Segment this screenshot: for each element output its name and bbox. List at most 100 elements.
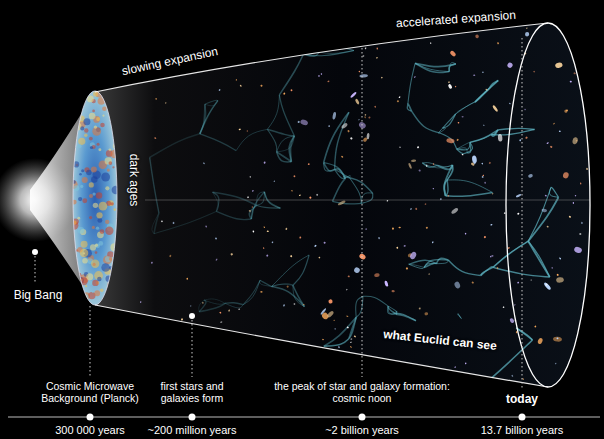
star [556, 273, 559, 276]
cmb-spot [80, 185, 83, 188]
star [341, 155, 344, 158]
galaxy [326, 310, 334, 318]
star [503, 306, 505, 308]
cmb-spot [74, 185, 80, 191]
star [218, 89, 220, 91]
cmb-spot [93, 263, 96, 266]
star [580, 182, 582, 184]
galaxy [472, 155, 478, 163]
filament [200, 104, 205, 134]
star [514, 304, 516, 306]
star [215, 258, 217, 261]
star [271, 241, 273, 243]
timeline-dot [519, 414, 526, 421]
filament [225, 303, 243, 308]
today-ellipse [506, 23, 590, 387]
galaxy [328, 299, 333, 304]
filament [350, 178, 373, 193]
galaxy [509, 318, 515, 324]
filament [412, 111, 440, 133]
time-label: ~200 million years [148, 424, 237, 437]
star [507, 247, 510, 249]
galaxy [528, 173, 534, 178]
galaxy [515, 194, 521, 198]
star [517, 282, 519, 284]
galaxy [353, 266, 360, 273]
cmb-spot [98, 97, 105, 104]
filament [447, 180, 492, 193]
star [425, 226, 428, 229]
cmb-spot [72, 221, 76, 225]
cmb-spot [102, 106, 107, 111]
star [318, 75, 320, 77]
cmb-spot [109, 161, 113, 165]
cmb-spot [85, 285, 87, 287]
galaxy [489, 379, 494, 383]
event-label: first stars and galaxies form [146, 380, 238, 404]
cmb-spot [93, 203, 98, 208]
star [350, 346, 353, 349]
filament [491, 129, 534, 134]
star [398, 227, 400, 229]
star [205, 225, 207, 228]
cmb-spot [95, 243, 100, 248]
cmb-spot [73, 272, 75, 274]
event-label: Big Bang [14, 289, 63, 303]
time-label: 300 000 years [55, 424, 125, 437]
cmb-spot [89, 113, 96, 120]
star [455, 86, 457, 88]
filament [424, 263, 436, 267]
cmb-spot [96, 212, 102, 218]
galaxy [562, 172, 569, 180]
star [263, 226, 265, 228]
star [350, 137, 353, 140]
star [414, 76, 416, 79]
galaxy [506, 62, 513, 69]
filament [446, 193, 493, 197]
star [267, 230, 269, 232]
star [324, 242, 326, 244]
galaxy [359, 74, 368, 78]
filament [260, 280, 272, 286]
star [202, 302, 204, 304]
star [219, 312, 221, 314]
star [293, 175, 296, 178]
epoch-dot [189, 313, 195, 319]
star [432, 163, 434, 165]
event-label: today [506, 393, 538, 407]
galaxy [350, 91, 357, 98]
star [249, 176, 251, 178]
filament [481, 267, 493, 276]
cmb-spot [95, 97, 98, 100]
cmb-spot [75, 117, 80, 122]
cmb-spot [94, 290, 100, 296]
cmb-spot [83, 299, 89, 305]
cmb-spot [90, 146, 93, 149]
star [266, 254, 269, 257]
star [364, 114, 366, 116]
star [350, 338, 352, 340]
star [350, 341, 352, 343]
star [376, 57, 378, 59]
star [417, 146, 420, 149]
galaxy [448, 84, 453, 90]
cmb-spot [92, 110, 95, 113]
star [252, 230, 254, 232]
star [290, 255, 293, 258]
cmb-spot [92, 192, 95, 195]
filament [436, 260, 448, 264]
star [530, 279, 532, 281]
filament [528, 241, 550, 277]
cmb-spot [102, 115, 104, 117]
cmb-spot [84, 128, 88, 132]
star [169, 255, 172, 258]
filament [424, 263, 436, 267]
cmb-spot [89, 194, 93, 198]
filament [443, 114, 456, 128]
star [321, 73, 323, 75]
star [364, 116, 366, 118]
time-label: 13.7 billion years [481, 424, 564, 437]
filament [200, 101, 218, 134]
cone-top-edge [95, 23, 548, 92]
filament [470, 130, 498, 143]
